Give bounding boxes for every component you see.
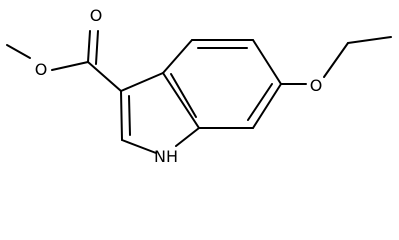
bond-c5-c6: [252, 39, 282, 85]
atom-label-ethoxy-oxygen: O: [310, 76, 323, 95]
bond-o-ch2: [323, 42, 349, 78]
bond-c3a-c7a: [162, 72, 200, 129]
bond-c3-c2-a: [120, 90, 123, 141]
bond-c2-n: [121, 139, 157, 154]
bond-carbonyl-double-a: [87, 30, 91, 63]
bond-c6-c7-b: [247, 83, 273, 121]
bond-c3a-c4: [162, 39, 193, 74]
bond-c3-c3a: [120, 72, 164, 92]
bond-carbonyl-to-c3: [87, 61, 122, 92]
bond-c6-c7-a: [252, 83, 282, 129]
chemical-structure-diagram: O O O NH: [6, 6, 392, 166]
atom-label-carbonyl-oxygen: O: [90, 6, 103, 25]
atom-label-ring-nitrogen: NH: [154, 147, 178, 166]
bond-o-carbonyl-carbon: [51, 61, 89, 71]
bond-ch2-ch3: [347, 36, 392, 44]
bond-carbonyl-double-b: [95, 30, 99, 65]
bond-n-c7a: [175, 127, 200, 147]
bond-methyl-o: [6, 44, 31, 59]
bond-c3a-c7a-inner: [170, 73, 197, 118]
atom-label-ester-oxygen: O: [35, 60, 48, 79]
bond-c3-c2-b: [128, 95, 131, 136]
